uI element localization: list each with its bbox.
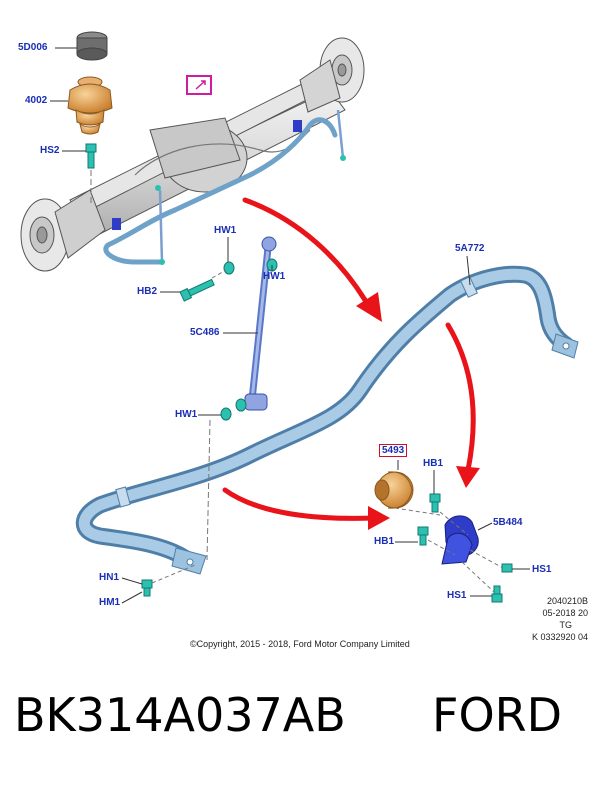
stabilizer-link-5C486 xyxy=(244,236,277,411)
assembly-line-link xyxy=(206,419,211,561)
bar-collar-left xyxy=(115,486,131,508)
red-arrowheads xyxy=(356,292,480,530)
bolt-HS1-right xyxy=(501,563,513,573)
washer-HW1-low xyxy=(235,398,247,412)
callout-HB2: HB2 xyxy=(137,286,158,297)
arrow-bar-to-bushing xyxy=(222,487,378,521)
callout-leaders xyxy=(50,47,530,604)
assembly-line-HN1 xyxy=(151,564,196,584)
callout-HW1-low: HW1 xyxy=(175,409,198,420)
arrow-bar-to-bracket xyxy=(445,322,476,473)
callout-4002: 4002 xyxy=(25,95,48,106)
bolt-HS2 xyxy=(85,143,97,169)
washer-HW1-top xyxy=(223,261,235,275)
callout-5B484: 5B484 xyxy=(493,517,523,528)
callout-HW1-top: HW1 xyxy=(214,225,237,236)
callout-HS2: HS2 xyxy=(40,145,60,156)
bar-end-left-hole xyxy=(186,558,194,566)
bar-end-right-hole xyxy=(562,342,570,350)
reference-block: 2040210B 05-2018 20 TG K 0332920 04 xyxy=(532,595,588,643)
callout-HW1-right: HW1 xyxy=(263,271,286,282)
reference-line-2: 05-2018 20 xyxy=(542,608,588,618)
arrow-axle-to-bar xyxy=(242,197,368,303)
callout-5C486: 5C486 xyxy=(190,327,220,338)
spring-aid-4002 xyxy=(67,76,113,135)
rear-axle-assembly xyxy=(20,37,365,272)
bar-collar-right xyxy=(460,276,478,298)
callout-HM1: HM1 xyxy=(99,597,121,608)
assembly-line-HB1-left xyxy=(427,539,456,556)
arrowhead-3 xyxy=(456,466,480,488)
stabilizer-bar-highlight xyxy=(78,268,572,568)
red-arrows xyxy=(222,197,476,521)
bump-stop-cap-5D006 xyxy=(76,31,108,61)
reference-line-4: K 0332920 04 xyxy=(531,632,588,642)
assembly-line-HB1-top xyxy=(439,511,469,536)
bolt-HB2 xyxy=(179,278,215,302)
washer-HW1-low-b xyxy=(220,407,232,421)
assembly-line-HS1-right xyxy=(469,549,504,569)
reference-highlight-box xyxy=(186,75,212,95)
callout-HB1-top: HB1 xyxy=(423,458,444,469)
arrowhead-2 xyxy=(368,506,390,530)
bracket-5B484 xyxy=(441,515,479,565)
callout-5A772: 5A772 xyxy=(455,243,485,254)
bolt-HB1-top xyxy=(429,493,441,513)
callout-HS1-right: HS1 xyxy=(532,564,552,575)
bolt-HB1-left xyxy=(417,526,429,546)
assembly-line-HS1-low xyxy=(461,561,495,593)
part-number: BK314A037AB xyxy=(14,688,346,742)
callout-HB1-left: HB1 xyxy=(374,536,395,547)
reference-line-3: TG xyxy=(559,620,573,630)
brand-name: FORD xyxy=(432,688,563,742)
reference-arrow-icon xyxy=(195,80,206,90)
nut-HN1-HM1 xyxy=(141,579,153,597)
arrowhead-1 xyxy=(356,292,382,322)
bushing-5493 xyxy=(374,471,414,509)
assembly-line-HB2 xyxy=(211,269,227,279)
bolt-HS1-low xyxy=(491,585,503,603)
reference-line-1: 2040210B xyxy=(546,596,588,606)
callout-HS1-low: HS1 xyxy=(447,590,467,601)
callout-5493: 5493 xyxy=(379,444,408,457)
callout-HN1: HN1 xyxy=(99,572,120,583)
callout-5D006: 5D006 xyxy=(18,42,48,53)
assembly-line-bushing xyxy=(394,507,441,516)
copyright-notice: ©Copyright, 2015 - 2018, Ford Motor Comp… xyxy=(190,639,410,649)
